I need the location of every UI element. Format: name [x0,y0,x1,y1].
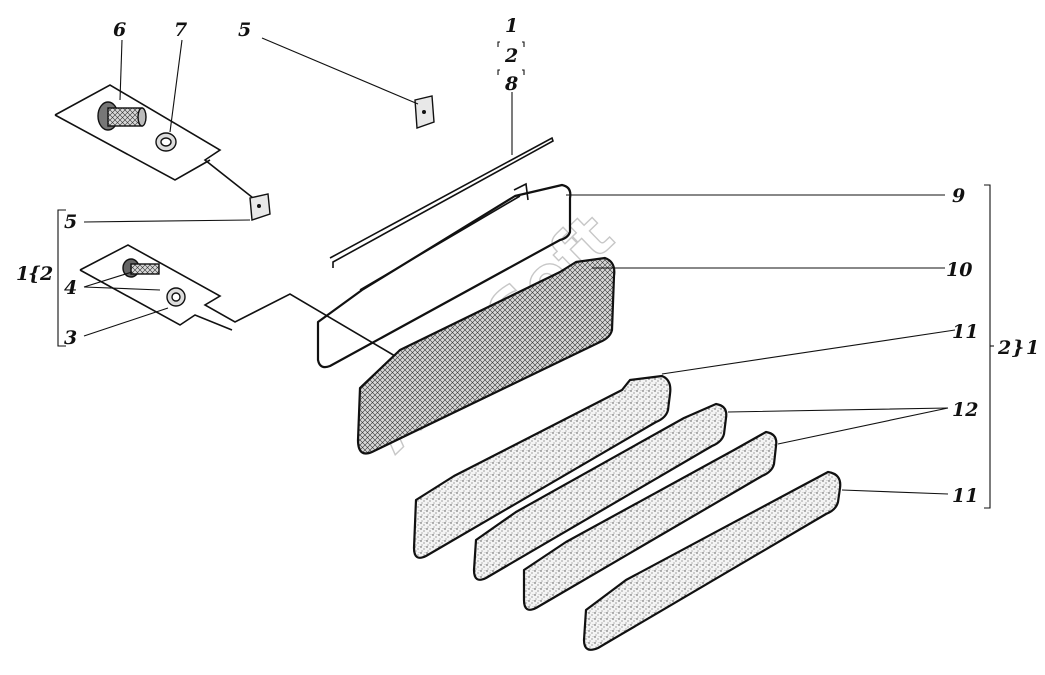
group-bracket-left [79,244,396,357]
callout-2-top: 2 [504,45,518,67]
knurled-nut-part [97,101,147,131]
callout-9: 9 [952,185,965,207]
frame-part [316,183,572,369]
mounting-clip-part-left [249,193,271,221]
callout-2-right: 2 [997,337,1011,359]
callout-6: 6 [113,19,126,41]
leader-4 [83,271,161,291]
bracket-mark-2 [497,41,525,47]
washer-part-small [166,287,186,307]
mounting-clip-part-top [414,95,435,129]
brace-left-glyph: { [28,263,41,285]
callout-1-top: 1 [505,15,518,37]
callout-10: 10 [946,259,972,281]
callout-3: 3 [64,327,77,349]
callout-1-left: 1 [16,263,29,285]
callout-4: 4 [64,277,77,299]
leader-11-b [841,489,949,495]
leader-11-a [661,329,956,375]
callout-1-right: 1 [1026,337,1039,359]
felt-pad-part-d [582,470,842,651]
callout-7: 7 [174,19,187,41]
callout-5-top: 5 [238,19,251,41]
screw-part [122,258,160,278]
leader-6 [119,39,123,101]
brace-left [57,209,66,347]
leader-5-top [261,37,419,105]
callout-11-b: 11 [952,485,978,507]
leader-5-left [83,219,251,223]
washer-part [155,132,177,152]
callout-11-a: 11 [952,321,978,343]
leader-7 [169,39,183,133]
callout-12: 12 [952,399,978,421]
pad-part-b [472,402,728,581]
callout-2-left: 2 [39,263,53,285]
bracket-mark-8 [497,69,525,75]
rod-part [329,136,554,268]
leader-3 [83,307,169,337]
felt-pad-part-a [412,374,672,559]
mesh-panel-part [356,256,616,455]
callout-5-left: 5 [64,211,77,233]
brace-right-glyph: } [1012,337,1024,359]
callout-8: 8 [504,73,518,95]
leader-12 [727,407,949,445]
pad-part-c [522,430,778,611]
group-bracket-top [54,84,263,206]
frame-hinge [359,182,529,291]
brace-right [984,184,991,509]
